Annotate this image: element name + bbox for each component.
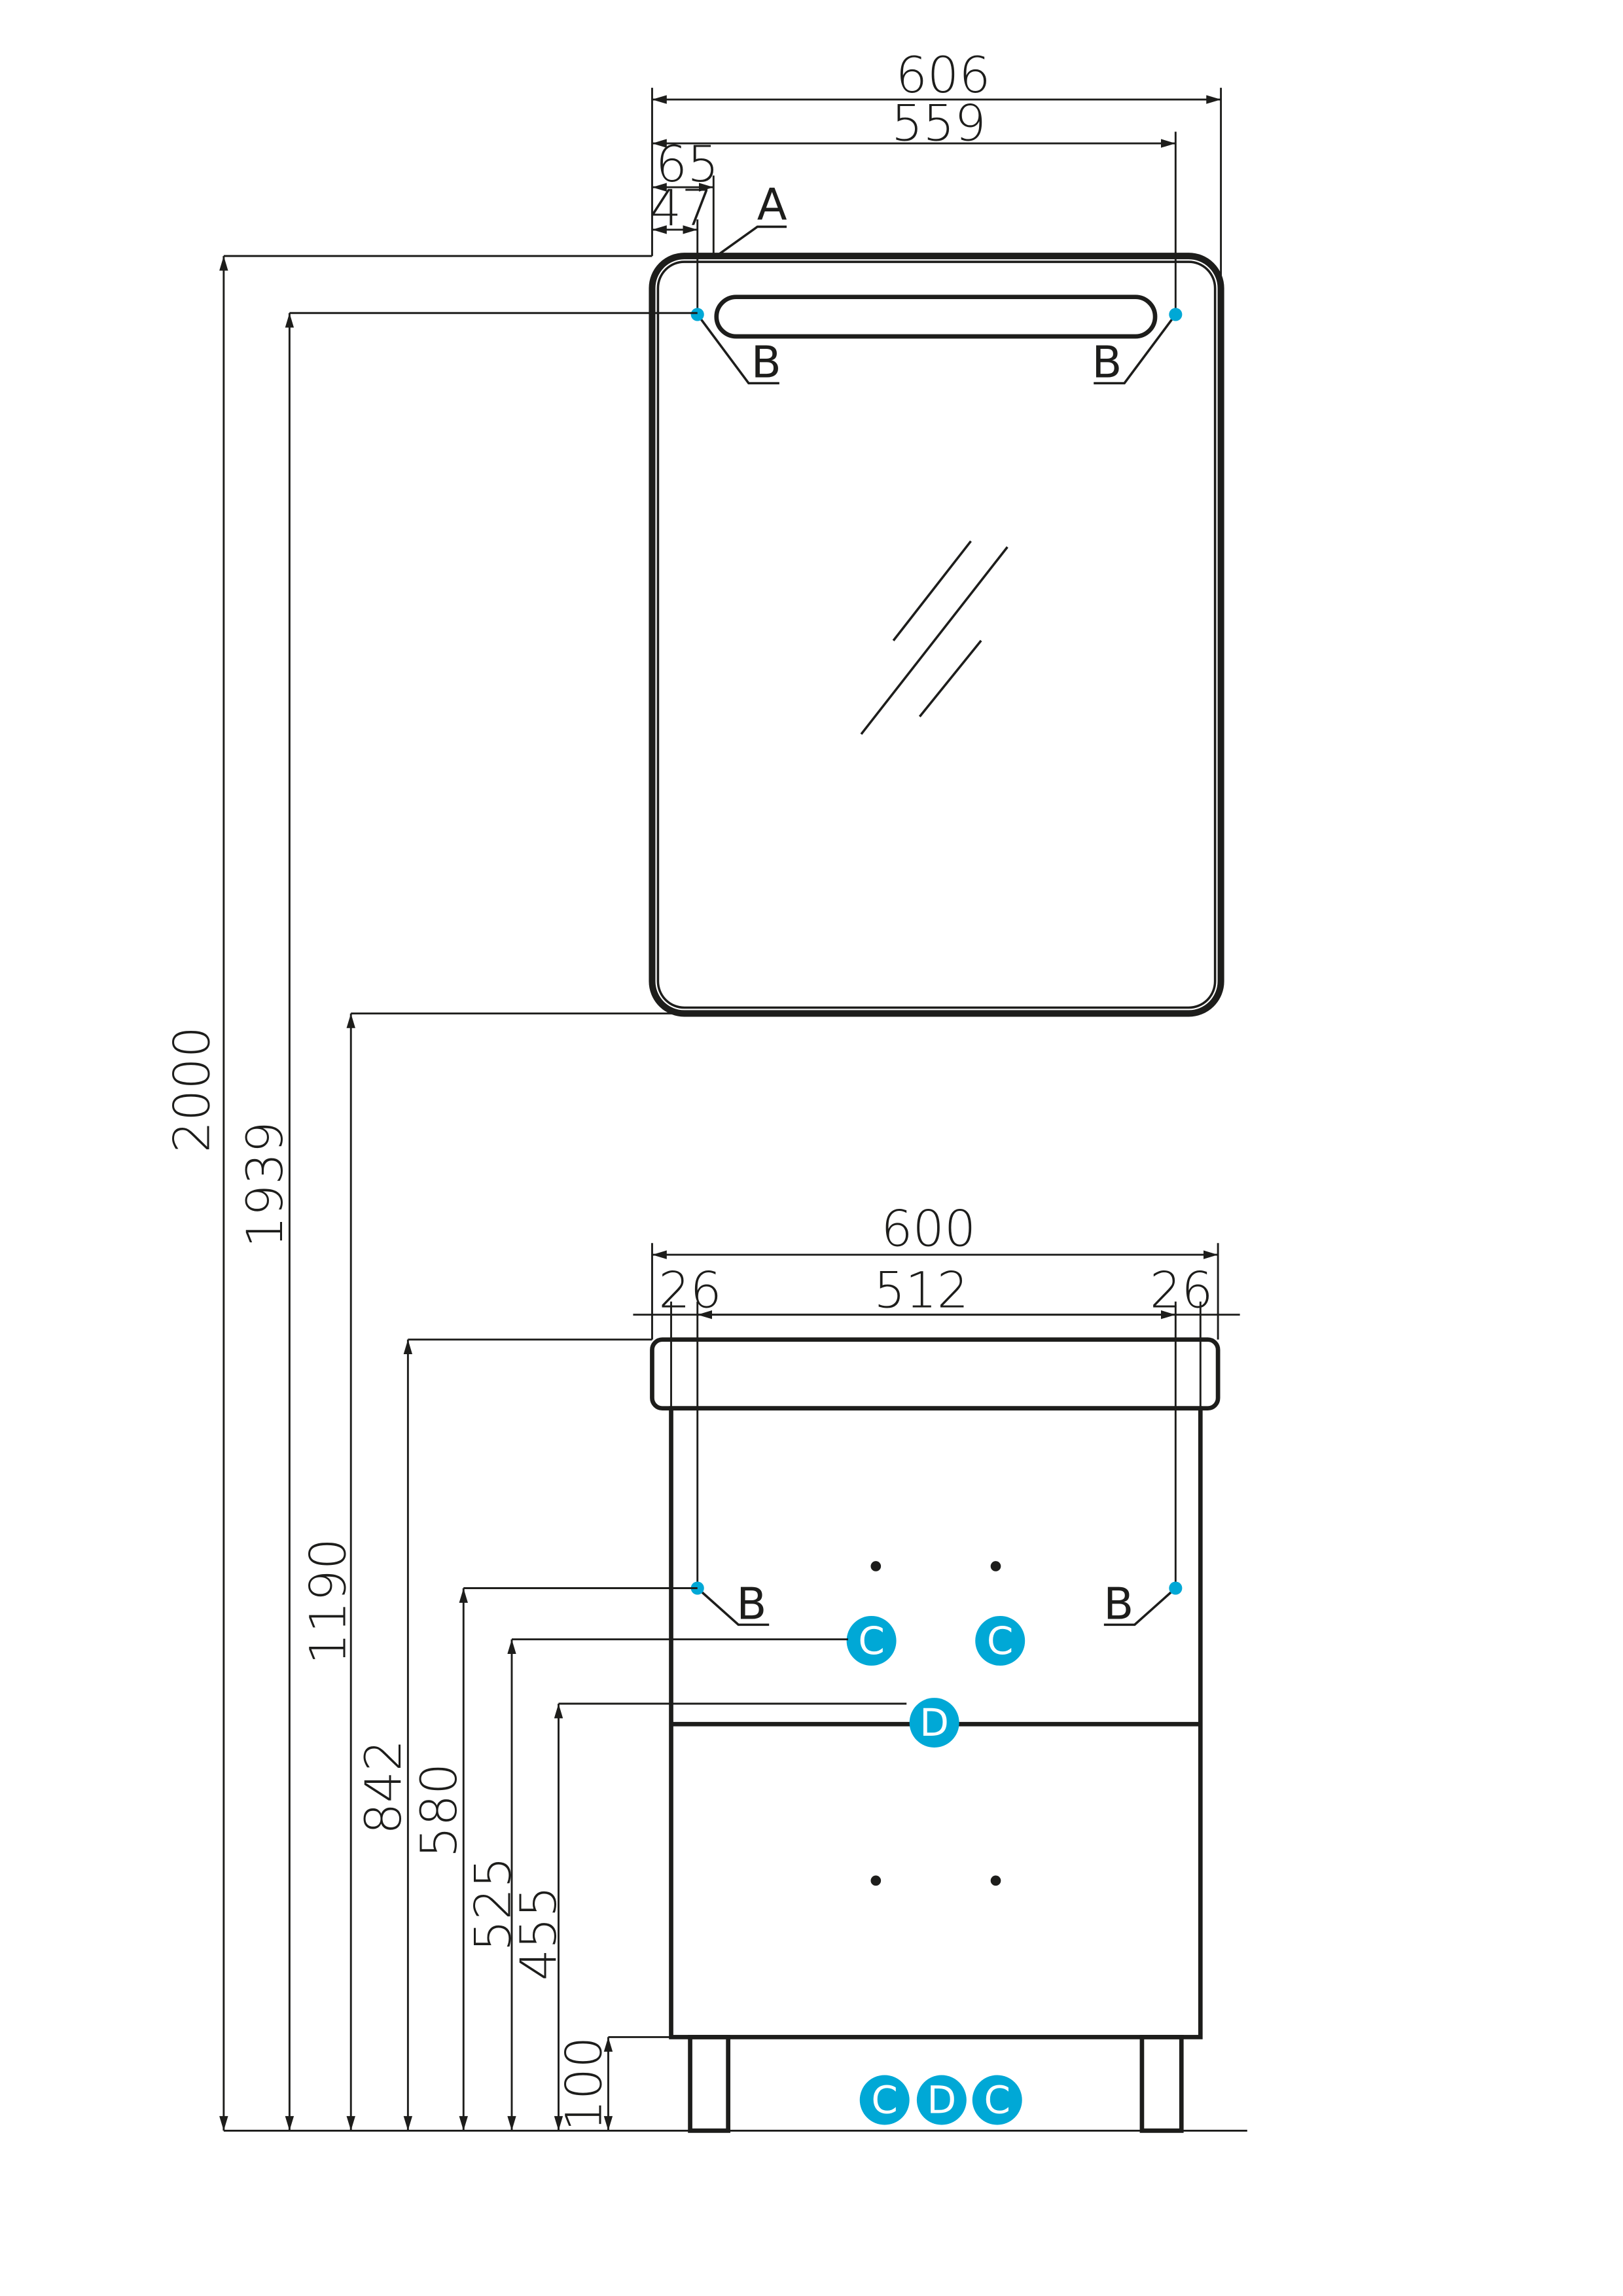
dim-label-559: 559 <box>891 94 986 152</box>
marker-d: D <box>909 1698 959 1748</box>
mounting-point-b-icon <box>690 308 704 321</box>
mirror-frame <box>649 253 1224 1017</box>
dim-label-26-right: 26 <box>1150 1261 1213 1319</box>
dim-label-455: 455 <box>509 1886 567 1981</box>
cabinet-label-b-left: B <box>736 1578 766 1629</box>
dim-label-580: 580 <box>410 1763 468 1858</box>
dim-label-47: 47 <box>650 179 713 237</box>
reflection-line <box>892 540 972 641</box>
marker-c: C <box>975 1615 1026 1666</box>
leg-left <box>688 2035 730 2133</box>
reflection-line <box>860 546 1008 735</box>
dim-label-600: 600 <box>881 1200 976 1258</box>
dim-label-842: 842 <box>354 1740 412 1835</box>
handle-hole <box>990 1561 1001 1571</box>
mirror-frame-inner <box>656 260 1217 1009</box>
marker-d: D <box>916 2075 967 2125</box>
marker-c: C <box>859 2075 910 2125</box>
mirror-label-b-left: B <box>751 337 781 388</box>
light-bar <box>714 295 1158 339</box>
cabinet-label-b-right: B <box>1103 1578 1133 1629</box>
dim-label-65: 65 <box>656 135 719 193</box>
dim-label-525: 525 <box>464 1857 522 1952</box>
dim-label-606: 606 <box>896 46 991 104</box>
svg-text:C: C <box>858 1619 885 1663</box>
handle-hole <box>990 1875 1001 1886</box>
countertop <box>650 1337 1221 1411</box>
mirror-dimensions: 606 559 65 47 A B B <box>650 46 1222 388</box>
handle-hole <box>870 1875 882 1886</box>
height-dimensions: 2000 1939 1190 842 580 525 455 100 <box>162 255 1247 2132</box>
label-a: A <box>757 179 787 230</box>
utility-markers: C C D C D C <box>846 1615 1026 2125</box>
dim-label-1190: 1190 <box>298 1538 357 1664</box>
dim-label-100: 100 <box>554 2036 613 2131</box>
mounting-point-b-icon <box>1169 308 1183 321</box>
leg-right <box>1139 2035 1184 2133</box>
handle-hole <box>870 1561 882 1571</box>
mounting-point-b-icon <box>1169 1581 1183 1595</box>
svg-text:C: C <box>871 2077 898 2122</box>
dim-label-1939: 1939 <box>236 1121 294 1247</box>
svg-text:D: D <box>919 1700 949 1745</box>
mirror <box>649 253 1224 1017</box>
mirror-label-b-right: B <box>1092 337 1122 388</box>
svg-text:C: C <box>987 1619 1014 1663</box>
svg-text:C: C <box>984 2077 1010 2122</box>
dim-label-2000: 2000 <box>162 1026 221 1153</box>
dim-label-512: 512 <box>874 1261 969 1319</box>
cabinet-dimensions: 600 512 26 26 B B <box>633 1200 1240 1629</box>
dim-label-26-left: 26 <box>658 1261 722 1319</box>
svg-text:D: D <box>927 2077 956 2122</box>
marker-c: C <box>846 1615 897 1666</box>
marker-c: C <box>972 2075 1022 2125</box>
reflection-line <box>918 639 982 718</box>
